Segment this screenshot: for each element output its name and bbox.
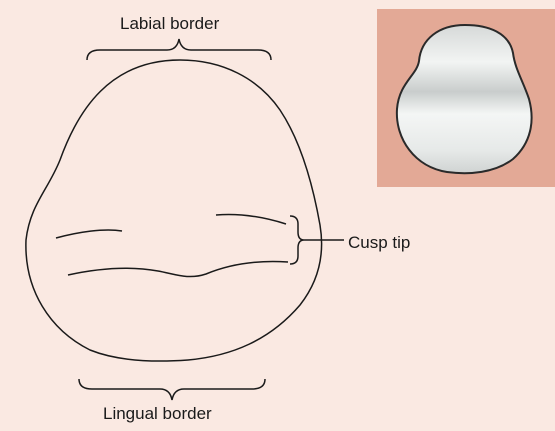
lingual-border-label: Lingual border — [103, 405, 212, 422]
tooth-photo-panel — [377, 9, 555, 187]
tooth-occlusal-outline — [26, 60, 322, 361]
cusp-tip-brace — [290, 216, 304, 264]
transverse-ridge — [68, 262, 288, 277]
tooth-crown-shape — [397, 25, 532, 173]
labial-border-brace — [87, 39, 271, 60]
tooth-photo — [377, 9, 555, 187]
mesial-cusp-ridge — [56, 230, 122, 238]
distal-cusp-ridge — [216, 214, 286, 224]
lingual-border-brace — [79, 379, 265, 400]
labial-border-label: Labial border — [120, 15, 219, 32]
cusp-tip-label: Cusp tip — [348, 234, 410, 251]
